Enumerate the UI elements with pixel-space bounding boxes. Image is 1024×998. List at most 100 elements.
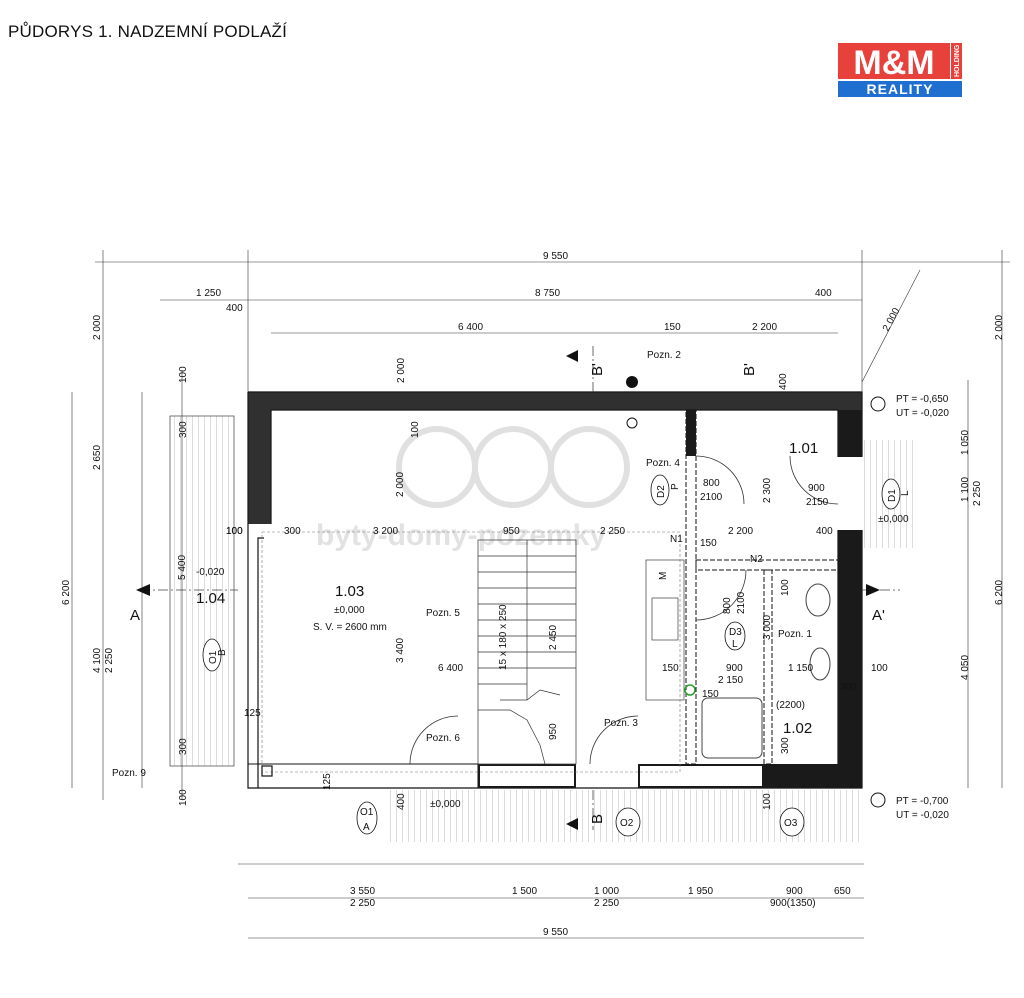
staircase: [477, 539, 577, 765]
dim-in-300-v: 100: [410, 421, 421, 438]
dim-in-400: 400: [816, 526, 833, 537]
dim-in-125-b: 125: [322, 773, 333, 790]
dim-in-2450-v: 2 450: [548, 625, 559, 650]
dim-top-1250: 1 250: [196, 288, 221, 299]
section-a2-label: A': [872, 607, 885, 624]
level-pt-bottom: PT = -0,700: [896, 796, 949, 807]
dim-top-8750: 8 750: [535, 288, 560, 299]
door-d1-height: 2150: [806, 497, 829, 508]
dim-right-1050: 1 050: [960, 430, 971, 455]
section-b-bottom-label: B: [589, 814, 606, 824]
kitchen-sink: [651, 597, 679, 641]
kitchen-counter: [645, 559, 685, 701]
dim-left-100-mid: 100: [226, 526, 243, 537]
room-1-04: 1.04: [196, 590, 225, 607]
note-m: M: [658, 572, 669, 580]
wall-south-4: [764, 764, 862, 788]
door-entry-swing: [589, 715, 639, 765]
dim-in-950: 950: [503, 526, 520, 537]
level-zero-right: ±0,000: [878, 514, 909, 525]
dim-top-400-left: 400: [226, 303, 243, 314]
section-a-label: A: [130, 607, 140, 624]
room-1-02: 1.02: [783, 720, 812, 737]
level-pt-top: PT = -0,650: [896, 394, 949, 405]
note-5: Pozn. 5: [426, 608, 460, 619]
dim-bot-1950: 1 950: [688, 886, 713, 897]
element-tags: [202, 474, 901, 837]
svg-text:M&M: M&M: [853, 44, 934, 82]
watermark: byty-domy-pozemky: [316, 426, 630, 552]
dim-in-400-t: 400: [778, 373, 789, 390]
ceiling-line: [261, 531, 681, 773]
dim-in-100-r: 100: [871, 663, 888, 674]
dim-in-2150: 2 150: [718, 675, 743, 686]
section-b-top-arrow-icon: [566, 350, 578, 362]
dim-in-400-b: 400: [396, 793, 407, 810]
column-marker-icon: [261, 765, 273, 777]
room-103-level: ±0,000: [334, 605, 365, 616]
dim-in-100: 100: [226, 526, 243, 537]
section-b-bottom-arrow-icon: [566, 818, 578, 830]
note-n1: N1: [670, 534, 683, 545]
dim-bot-2250-a: 2 250: [350, 898, 375, 909]
door-d2-width: 800: [703, 478, 720, 489]
dim-left-100-top: 100: [178, 366, 189, 383]
dim-diag-2000: 2 000: [881, 306, 903, 334]
section-a-arrow-icon: [136, 584, 150, 596]
mm-reality-logo: M&M HOLDING REALITY: [836, 41, 964, 99]
dim-in-100-v: 100: [780, 579, 791, 596]
dim-in-1150: 1 150: [788, 663, 813, 674]
section-b-top2-label: B': [741, 363, 758, 376]
stairs-spec: 15 x 180 x 250: [498, 604, 509, 670]
dim-bot-2250-b: 2 250: [594, 898, 619, 909]
level-marker-top-icon: [870, 396, 886, 412]
dim-top-2200: 2 200: [752, 322, 777, 333]
door-d3-side: L: [732, 639, 738, 650]
dim-right-2250: 2 250: [972, 481, 983, 506]
dim-in-2200-p: (2200): [776, 700, 805, 711]
terrace-left: [169, 415, 235, 767]
level-zero-bottom: ±0,000: [430, 799, 461, 810]
room-103-height: S. V. = 2600 mm: [313, 622, 387, 633]
dim-in-300-v2: 300: [780, 737, 791, 754]
door-d1-side: L: [900, 490, 911, 496]
dim-in-100-t: 2 000: [396, 358, 407, 383]
dim-left-2250: 2 250: [104, 648, 115, 673]
dim-in-2250: 2 250: [600, 526, 625, 537]
note-1: Pozn. 1: [778, 629, 812, 640]
dim-in-2000-v: 2 000: [395, 472, 406, 497]
wall-south-1: [247, 763, 479, 789]
note-3: Pozn. 3: [604, 718, 638, 729]
partition-bath-top: [695, 559, 839, 571]
wall-fill-ne: [838, 410, 862, 457]
window-o1-side: B: [217, 649, 228, 656]
dim-top-150: 150: [664, 322, 681, 333]
note-4: Pozn. 4: [646, 458, 680, 469]
window-o3-sill: [640, 766, 762, 786]
dim-left-2650: 2 650: [92, 445, 103, 470]
wall-fill-e: [838, 530, 862, 788]
partition-vertical: [685, 409, 697, 765]
point-marker-icon: [626, 376, 638, 388]
svg-text:REALITY: REALITY: [867, 81, 934, 97]
partition-bath-mid: [763, 569, 773, 765]
dim-in-100-b: 100: [762, 793, 773, 810]
dim-in-950-v: 950: [548, 723, 559, 740]
dim-bot-900-1350: 900(1350): [770, 898, 816, 909]
toilet-icon: [805, 583, 831, 617]
door-d2-swing: [695, 455, 745, 505]
dim-bot-1500: 1 500: [512, 886, 537, 897]
dim-bot-3550: 3 550: [350, 886, 375, 897]
dim-bot-650: 650: [834, 886, 851, 897]
note-6: Pozn. 6: [426, 733, 460, 744]
drain-icon: [626, 417, 638, 429]
dim-in-150-a: 150: [700, 538, 717, 549]
door-d3-width: 800: [722, 597, 733, 614]
dim-in-300-r: 300: [840, 682, 857, 693]
dim-bot-total: 9 550: [543, 927, 568, 938]
window-o1b-side: A: [363, 822, 370, 833]
room-1-03: 1.03: [335, 583, 364, 600]
section-lines: [140, 346, 900, 830]
door-d1-width: 900: [808, 483, 825, 494]
